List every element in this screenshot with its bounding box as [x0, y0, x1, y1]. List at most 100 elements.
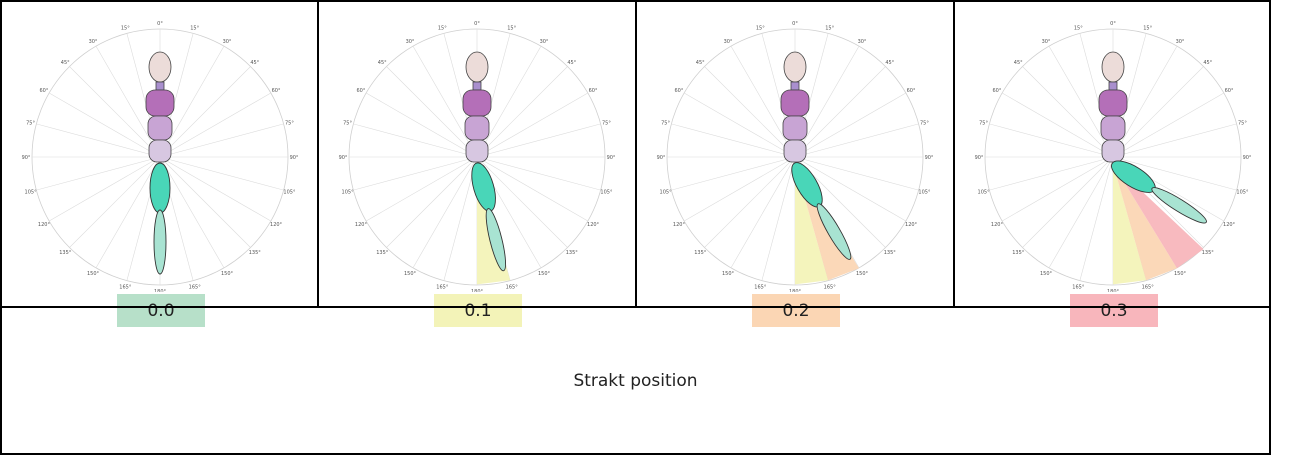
dial-tick-label: 60° — [907, 88, 916, 94]
dial-tick-label: 30° — [858, 39, 867, 45]
dial-spoke — [159, 123, 284, 158]
dial-tick-label: 90° — [925, 155, 934, 161]
upper-torso-shape — [145, 89, 175, 117]
dial-spoke — [36, 156, 161, 191]
head-shape — [148, 51, 172, 83]
mid-torso-shape — [147, 115, 173, 141]
lower-torso-shape — [1101, 139, 1125, 163]
dial-tick-label: 180° — [1107, 289, 1120, 292]
posture-dial: 0°15°30°45°60°75°90°105°120°135°150°165°… — [22, 21, 299, 292]
mid-torso-shape — [782, 115, 808, 141]
dial-spoke — [476, 92, 589, 158]
dial-spoke — [730, 156, 796, 269]
dial-tick-label: 135° — [376, 250, 389, 256]
upper-torso-shape — [462, 89, 492, 117]
dial-spoke — [1079, 156, 1114, 281]
dial-tick-label: 165° — [436, 284, 449, 290]
lower-leg-shape — [485, 208, 507, 272]
panel-1: 0°15°30°45°60°75°90°105°120°135°150°165°… — [317, 0, 635, 327]
dial-tick-label: 0° — [1110, 21, 1116, 27]
dial-spoke — [159, 156, 284, 191]
value-badge: 0.0 — [117, 294, 205, 327]
dial-spoke — [704, 66, 796, 158]
dial-tick-label: 105° — [660, 190, 673, 196]
dial-tick-label: 105° — [342, 190, 355, 196]
dial-tick-label: 75° — [285, 120, 294, 126]
dial-spoke — [476, 123, 601, 158]
dial-spoke — [1022, 66, 1114, 158]
dial-tick-label: 90° — [1243, 155, 1252, 161]
dial-tick-label: 150° — [404, 271, 417, 277]
dial-tick-label: 45° — [567, 60, 576, 66]
mid-torso-shape — [1100, 115, 1126, 141]
lower-leg-group — [1151, 187, 1207, 224]
dial-tick-label: 15° — [507, 26, 516, 32]
dial-tick-label: 60° — [272, 88, 281, 94]
dial-spoke — [794, 92, 907, 158]
lower-leg-group — [485, 208, 507, 272]
dial-tick-label: 165° — [1072, 284, 1085, 290]
dial-spoke — [794, 156, 907, 222]
dial-tick-label: 135° — [884, 250, 897, 256]
neck-shape — [790, 81, 800, 91]
dial-tick-label: 150° — [538, 271, 551, 277]
dial-tick-label: 105° — [918, 190, 931, 196]
lower-torso-shape — [783, 139, 807, 163]
dial-tick-label: 90° — [339, 155, 348, 161]
posture-dial: 0°15°30°45°60°75°90°105°120°135°150°165°… — [339, 21, 616, 292]
value-badge: 0.1 — [434, 294, 522, 327]
dial-spoke — [365, 156, 478, 222]
dial-tick-label: 90° — [975, 155, 984, 161]
dial-tick-label: 45° — [250, 60, 259, 66]
dial-tick-label: 120° — [991, 222, 1004, 228]
dial-tick-label: 75° — [1238, 120, 1247, 126]
lower-leg-group — [816, 203, 852, 260]
dial-spoke — [1112, 123, 1237, 158]
dial-tick-label: 15° — [756, 26, 765, 32]
upper-torso-shape — [780, 89, 810, 117]
upper-leg-shape — [149, 162, 171, 214]
angle-sector — [1113, 164, 1177, 281]
lower-leg-shape — [1151, 187, 1207, 224]
dial-spoke — [704, 156, 796, 248]
dial-tick-label: 135° — [1202, 250, 1215, 256]
dial-tick-label: 135° — [59, 250, 72, 256]
dial-tick-label: 120° — [270, 222, 283, 228]
dial-tick-label: 135° — [694, 250, 707, 256]
dial-spoke — [69, 66, 161, 158]
dial-spoke — [95, 156, 161, 269]
dial-tick-label: 30° — [724, 39, 733, 45]
dial-tick-label: 60° — [993, 88, 1002, 94]
dial-tick-label: 15° — [825, 26, 834, 32]
dial-tick-label: 90° — [657, 155, 666, 161]
dial-spoke — [1001, 92, 1114, 158]
dial-spoke — [159, 45, 225, 158]
dial-tick-label: 60° — [1225, 88, 1234, 94]
dial-tick-label: 120° — [38, 222, 51, 228]
dial-tick-label: 165° — [1142, 284, 1155, 290]
dial-tick-label: 30° — [89, 39, 98, 45]
dial-spoke — [671, 156, 796, 191]
lower-torso-shape — [465, 139, 489, 163]
dial-tick-label: 135° — [1012, 250, 1025, 256]
dial-tick-label: 150° — [722, 271, 735, 277]
dial-spoke — [159, 156, 251, 248]
upper-torso-shape — [1098, 89, 1128, 117]
lower-leg-shape — [153, 209, 167, 275]
lower-torso-shape — [148, 139, 172, 163]
dial-tick-label: 135° — [566, 250, 579, 256]
dial-tick-label: 45° — [1014, 60, 1023, 66]
dial-spoke — [476, 66, 568, 158]
dial-spoke — [159, 92, 272, 158]
posture-dial: 0°15°30°45°60°75°90°105°120°135°150°165°… — [975, 21, 1252, 292]
dial-tick-label: 150° — [1040, 271, 1053, 277]
panel-3: 0°15°30°45°60°75°90°105°120°135°150°165°… — [953, 0, 1271, 327]
dial-spoke — [476, 45, 542, 158]
dial-tick-label: 105° — [25, 190, 38, 196]
dial-tick-label: 45° — [885, 60, 894, 66]
dial-tick-label: 60° — [40, 88, 49, 94]
dial-spoke — [48, 92, 161, 158]
dial-tick-label: 150° — [1174, 271, 1187, 277]
dial-spoke — [159, 66, 251, 158]
